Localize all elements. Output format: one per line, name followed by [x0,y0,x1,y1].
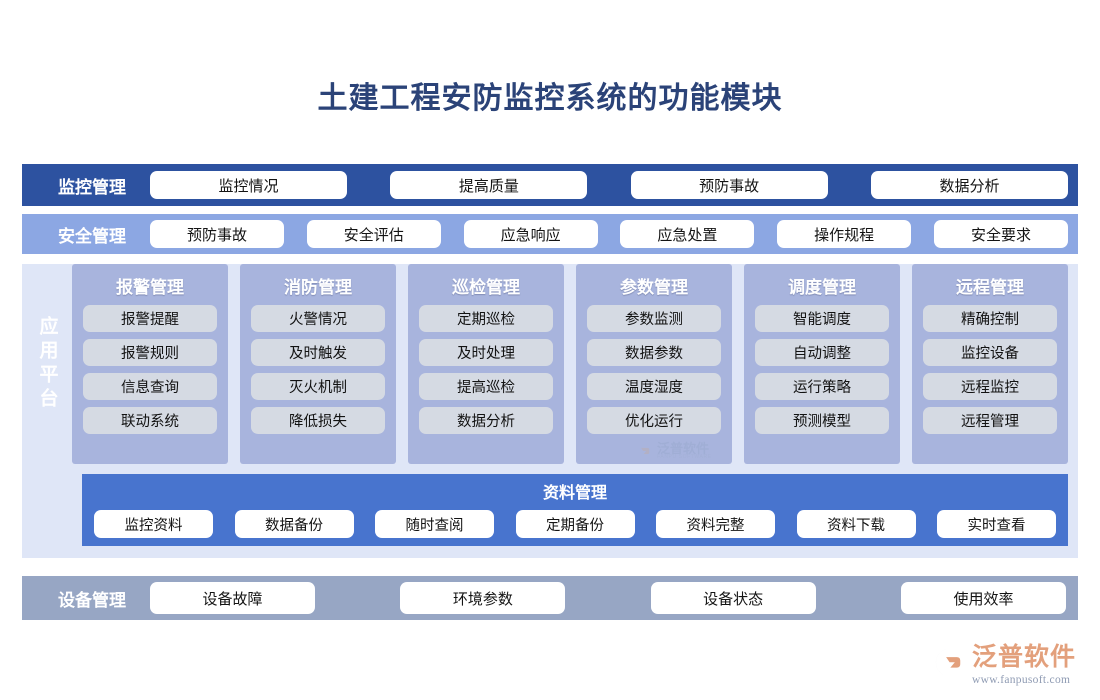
column-item[interactable]: 自动调整 [755,339,889,366]
device-item-1[interactable]: 环境参数 [400,582,566,614]
column-item[interactable]: 智能调度 [755,305,889,332]
platform-columns: 报警管理 报警提醒 报警规则 信息查询 联动系统 消防管理 火警情况 及时触发 … [72,264,1078,464]
data-item-2[interactable]: 随时查阅 [375,510,494,538]
device-management-row: 设备管理 设备故障 环境参数 设备状态 使用效率 [22,576,1078,620]
application-platform-label: 应用平台 [36,316,58,412]
monitor-management-items: 监控情况 提高质量 预防事故 数据分析 [150,171,1068,199]
safety-management-items: 预防事故 安全评估 应急响应 应急处置 操作规程 安全要求 [150,220,1068,248]
column-title: 参数管理 [620,278,688,297]
column-item[interactable]: 温度湿度 [587,373,721,400]
monitor-item-0[interactable]: 监控情况 [150,171,347,199]
safety-item-5[interactable]: 安全要求 [933,220,1068,248]
device-item-3[interactable]: 使用效率 [900,582,1066,614]
column-title: 调度管理 [788,278,856,297]
device-management-label: 设备管理 [58,590,126,610]
brand-text-group: 泛普软件 www.fanpusoft.com [971,643,1076,687]
data-management-band: 资料管理 监控资料 数据备份 随时查阅 定期备份 资料完整 资料下载 实时查看 [82,474,1068,546]
column-title: 远程管理 [956,278,1024,297]
column-item[interactable]: 定期巡检 [419,305,553,332]
monitor-item-1[interactable]: 提高质量 [390,171,588,199]
column-item[interactable]: 灭火机制 [251,373,385,400]
column-items: 火警情况 及时触发 灭火机制 降低损失 [251,305,385,456]
column-remote-management: 远程管理 精确控制 监控设备 远程监控 远程管理 [912,264,1068,464]
column-items: 参数监测 数据参数 温度湿度 优化运行 [587,305,721,456]
safety-item-4[interactable]: 操作规程 [777,220,912,248]
column-item[interactable]: 及时触发 [251,339,385,366]
device-item-2[interactable]: 设备状态 [650,582,816,614]
data-item-1[interactable]: 数据备份 [234,510,354,538]
monitor-management-label: 监控管理 [58,177,126,197]
data-item-4[interactable]: 资料完整 [656,510,775,538]
column-items: 定期巡检 及时处理 提高巡检 数据分析 [419,305,553,456]
safety-management-row: 安全管理 预防事故 安全评估 应急响应 应急处置 操作规程 安全要求 [22,214,1078,254]
data-item-0[interactable]: 监控资料 [94,510,213,538]
column-parameter-management: 参数管理 参数监测 数据参数 温度湿度 优化运行 [576,264,732,464]
column-items: 报警提醒 报警规则 信息查询 联动系统 [83,305,217,456]
application-platform-section: 应用平台 报警管理 报警提醒 报警规则 信息查询 联动系统 消防管理 火警情况 … [22,264,1078,558]
safety-item-0[interactable]: 预防事故 [150,220,284,248]
column-item[interactable]: 远程监控 [923,373,1057,400]
column-items: 智能调度 自动调整 运行策略 预测模型 [755,305,889,456]
platform-columns-area: 应用平台 报警管理 报警提醒 报警规则 信息查询 联动系统 消防管理 火警情况 … [22,264,1078,464]
data-item-3[interactable]: 定期备份 [515,510,635,538]
column-item[interactable]: 报警规则 [83,339,217,366]
column-item[interactable]: 精确控制 [923,305,1057,332]
column-items: 精确控制 监控设备 远程监控 远程管理 [923,305,1057,456]
brand-url: www.fanpusoft.com [971,674,1071,686]
device-item-0[interactable]: 设备故障 [150,582,315,614]
column-item[interactable]: 联动系统 [83,407,217,434]
column-item[interactable]: 火警情况 [251,305,385,332]
brand-name: 泛普软件 [971,643,1076,671]
brand-logo: 泛普软件 www.fanpusoft.com [934,645,1076,686]
column-title: 巡检管理 [452,278,520,297]
column-item[interactable]: 提高巡检 [419,373,553,400]
device-management-items: 设备故障 环境参数 设备状态 使用效率 [150,582,1066,614]
column-inspection-management: 巡检管理 定期巡检 及时处理 提高巡检 数据分析 [408,264,564,464]
page-title: 土建工程安防监控系统的功能模块 [317,82,783,115]
column-item[interactable]: 及时处理 [419,339,553,366]
column-item[interactable]: 优化运行 [587,407,721,434]
column-dispatch-management: 调度管理 智能调度 自动调整 运行策略 预测模型 [744,264,900,464]
column-item[interactable]: 监控设备 [923,339,1057,366]
safety-item-3[interactable]: 应急处置 [620,220,755,248]
column-title: 消防管理 [284,278,352,297]
safety-item-2[interactable]: 应急响应 [463,220,598,248]
column-item[interactable]: 运行策略 [755,373,889,400]
column-item[interactable]: 信息查询 [83,373,217,400]
monitor-management-row: 监控管理 监控情况 提高质量 预防事故 数据分析 [22,164,1078,206]
safety-management-label: 安全管理 [58,226,126,246]
column-item[interactable]: 参数监测 [587,305,721,332]
data-management-items: 监控资料 数据备份 随时查阅 定期备份 资料完整 资料下载 实时查看 [94,510,1056,538]
column-item[interactable]: 降低损失 [251,407,385,434]
data-item-6[interactable]: 实时查看 [937,510,1056,538]
data-management-title: 资料管理 [542,485,607,502]
column-title: 报警管理 [116,278,184,297]
column-item[interactable]: 数据分析 [419,407,553,434]
column-item[interactable]: 报警提醒 [83,305,217,332]
column-fire-management: 消防管理 火警情况 及时触发 灭火机制 降低损失 [240,264,396,464]
monitor-item-2[interactable]: 预防事故 [630,171,828,199]
monitor-item-3[interactable]: 数据分析 [870,171,1068,199]
safety-item-1[interactable]: 安全评估 [306,220,441,248]
data-item-5[interactable]: 资料下载 [796,510,916,538]
column-item[interactable]: 远程管理 [923,407,1057,434]
column-item[interactable]: 数据参数 [587,339,721,366]
fanpu-logo-icon [935,648,961,677]
column-item[interactable]: 预测模型 [755,407,889,434]
column-alarm-management: 报警管理 报警提醒 报警规则 信息查询 联动系统 [72,264,228,464]
